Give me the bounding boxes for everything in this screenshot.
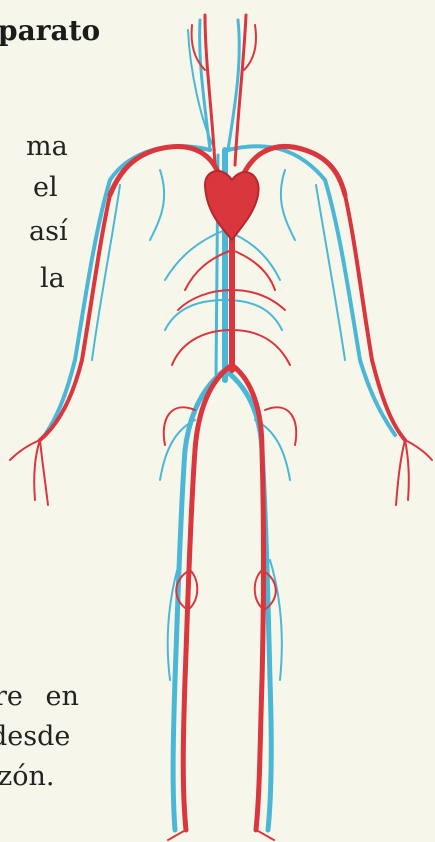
arteries bbox=[10, 15, 432, 840]
heart-icon bbox=[205, 171, 259, 240]
veins bbox=[45, 20, 395, 830]
